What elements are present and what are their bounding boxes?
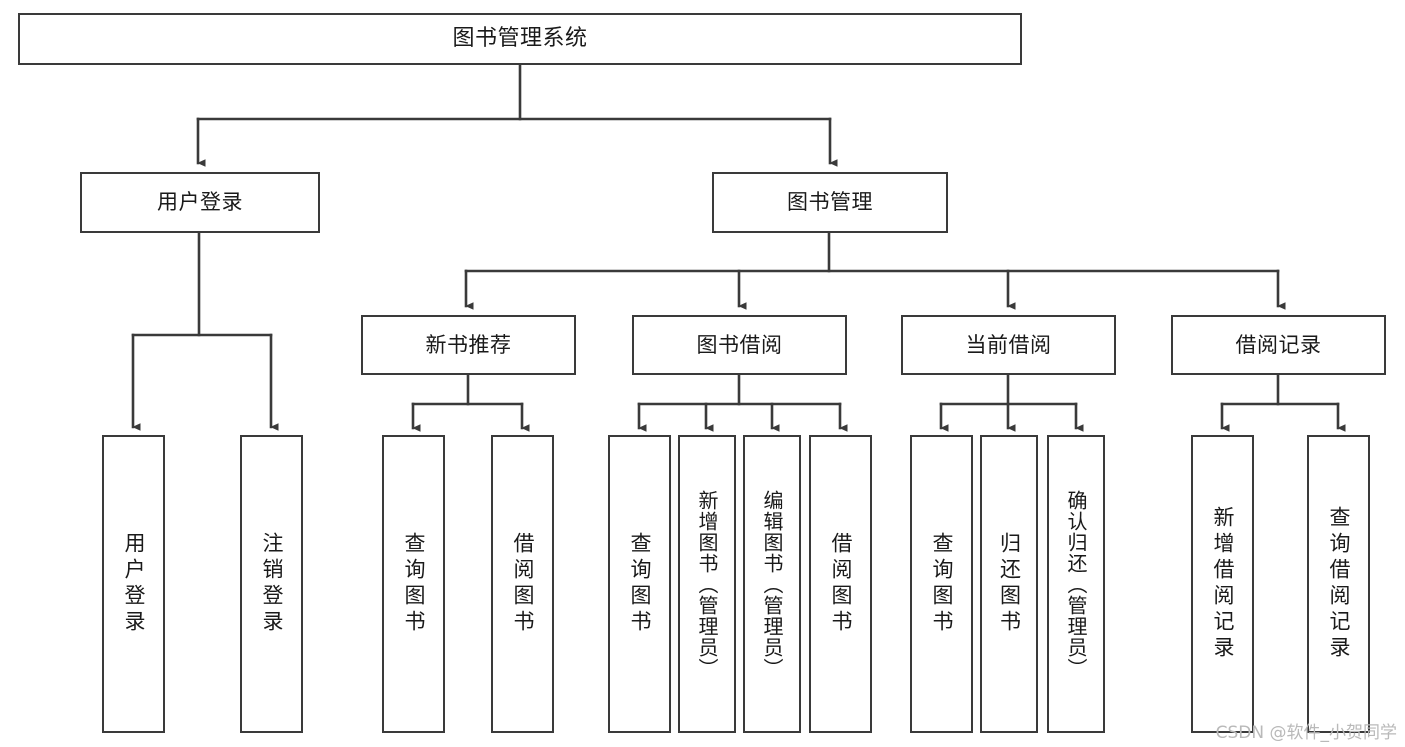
node-label: 新增借阅记录 — [1211, 506, 1235, 662]
node-user-login[interactable]: 用户登录 — [80, 172, 320, 233]
node-book-management[interactable]: 图书管理 — [712, 172, 948, 233]
node-label: 查询图书 — [628, 532, 652, 636]
leaf-logout[interactable]: 注销登录 — [240, 435, 303, 733]
node-label: 用户登录 — [157, 190, 243, 215]
leaf-borrow-edit-book-admin[interactable]: 编辑图书（管理员） — [743, 435, 801, 733]
node-label: 借阅图书 — [511, 532, 535, 636]
node-label: 查询图书 — [930, 532, 954, 636]
leaf-records-add-record[interactable]: 新增借阅记录 — [1191, 435, 1254, 733]
watermark-text: CSDN @软件_小贺同学 — [1215, 723, 1397, 743]
node-label: 查询图书 — [402, 532, 426, 636]
node-root-book-management-system[interactable]: 图书管理系统 — [18, 13, 1022, 65]
node-label: 图书借阅 — [696, 332, 783, 357]
node-label: 用户登录 — [122, 532, 146, 636]
node-label: 借阅图书 — [829, 532, 853, 636]
node-borrowing-records[interactable]: 借阅记录 — [1171, 315, 1386, 375]
leaf-borrow-query-book[interactable]: 查询图书 — [608, 435, 671, 733]
node-label: 归还图书 — [997, 532, 1022, 636]
node-label: 当前借阅 — [965, 332, 1052, 357]
node-label: 确认归还（管理员） — [1064, 489, 1088, 679]
leaf-user-login[interactable]: 用户登录 — [102, 435, 165, 733]
node-current-borrowing[interactable]: 当前借阅 — [901, 315, 1116, 375]
leaf-current-confirm-return-admin[interactable]: 确认归还（管理员） — [1047, 435, 1105, 733]
node-label: 新增图书（管理员） — [695, 489, 719, 679]
node-book-borrowing[interactable]: 图书借阅 — [632, 315, 847, 375]
node-label: 图书管理 — [787, 190, 873, 215]
leaf-borrow-add-book-admin[interactable]: 新增图书（管理员） — [678, 435, 736, 733]
leaf-records-query-record[interactable]: 查询借阅记录 — [1307, 435, 1370, 733]
leaf-borrow-borrow-book[interactable]: 借阅图书 — [809, 435, 872, 733]
leaf-new-book-query-book[interactable]: 查询图书 — [382, 435, 445, 733]
node-label: 新书推荐 — [425, 332, 512, 357]
leaf-new-book-borrow-book[interactable]: 借阅图书 — [491, 435, 554, 733]
leaf-current-return-book[interactable]: 归还图书 — [980, 435, 1038, 733]
leaf-current-query-book[interactable]: 查询图书 — [910, 435, 973, 733]
node-new-book-recommendation[interactable]: 新书推荐 — [361, 315, 576, 375]
node-label: 注销登录 — [260, 532, 284, 636]
node-label: 借阅记录 — [1235, 332, 1322, 357]
node-label: 查询借阅记录 — [1327, 506, 1351, 662]
node-label: 编辑图书（管理员） — [760, 489, 784, 679]
node-label: 图书管理系统 — [452, 26, 588, 52]
